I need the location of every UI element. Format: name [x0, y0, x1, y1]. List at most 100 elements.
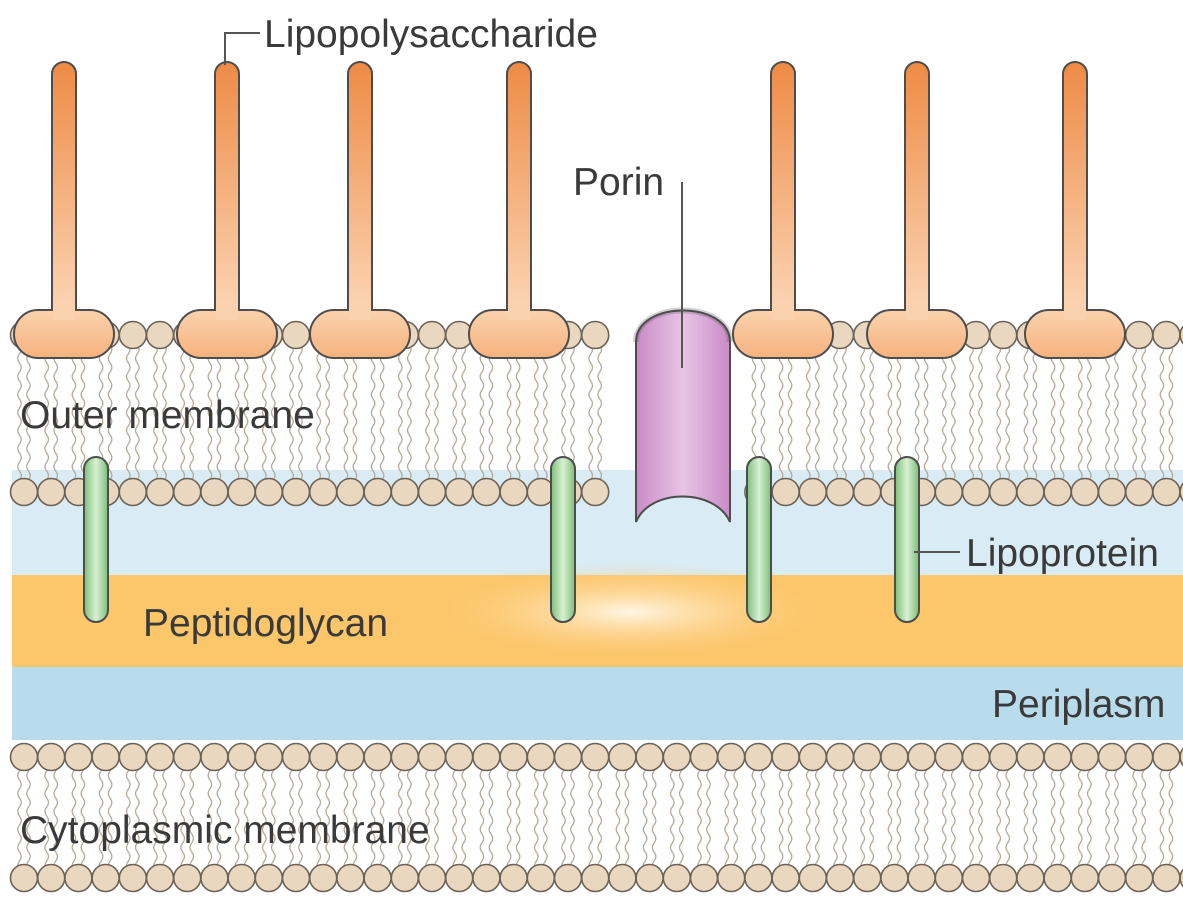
lipoprotein-molecule	[551, 457, 575, 622]
lipid-head	[119, 322, 146, 349]
lipid-tail	[843, 762, 847, 872]
lipopolysaccharide-molecule	[310, 62, 410, 358]
lipid-head	[963, 744, 990, 771]
lipid-head	[1099, 479, 1126, 506]
lipoprotein-molecule	[747, 457, 771, 622]
lipid-tail	[707, 762, 711, 872]
lipid-head	[827, 865, 854, 892]
lipid-tail	[1033, 762, 1037, 872]
lipid-head	[337, 744, 364, 771]
outer-membrane-label: Outer membrane	[20, 394, 315, 437]
lipid-tail	[834, 762, 838, 872]
lipid-tail	[652, 762, 656, 872]
lipid-head	[745, 865, 772, 892]
lipid-head	[228, 744, 255, 771]
lipid-tail	[1142, 762, 1146, 872]
lipid-head	[663, 865, 690, 892]
lipoprotein-molecule	[84, 457, 108, 622]
lipid-head	[65, 744, 92, 771]
lipid-head	[310, 479, 337, 506]
lipid-head	[283, 322, 310, 349]
lipid-head	[11, 865, 38, 892]
lipid-head	[582, 744, 609, 771]
lipid-tail	[915, 762, 919, 872]
lps-joint	[216, 300, 238, 320]
lipopolysaccharide-molecule	[733, 62, 833, 358]
lipid-head	[1126, 479, 1153, 506]
lipoprotein-label: Lipoprotein	[966, 532, 1159, 575]
lipoprotein-molecule	[895, 457, 919, 622]
lipid-head	[446, 744, 473, 771]
lipid-tail	[924, 762, 928, 872]
lipid-head	[38, 744, 65, 771]
lipid-head	[11, 744, 38, 771]
lipid-tail	[571, 762, 575, 872]
lipid-head	[228, 479, 255, 506]
lipid-head	[174, 865, 201, 892]
lipid-head	[147, 479, 174, 506]
lipopolysaccharide-molecule	[1025, 62, 1125, 358]
lipopolysaccharide-label: Lipopolysaccharide	[264, 13, 598, 56]
lipid-head	[38, 479, 65, 506]
lps-stem	[215, 62, 239, 327]
lipid-head	[228, 865, 255, 892]
lipid-head	[1126, 322, 1153, 349]
lipid-head	[527, 744, 554, 771]
lipid-head	[609, 744, 636, 771]
lipid-tail	[507, 762, 510, 872]
lipid-tail	[589, 762, 593, 872]
lipid-tail	[698, 762, 702, 872]
lipid-tail	[1115, 762, 1119, 872]
lipid-head	[11, 479, 38, 506]
lipid-head	[908, 744, 935, 771]
lipid-tail	[453, 762, 457, 872]
lipid-head	[881, 865, 908, 892]
lipid-head	[1071, 865, 1098, 892]
lps-joint	[53, 300, 75, 320]
lipid-tail	[1060, 762, 1064, 872]
lipid-tail	[643, 762, 647, 872]
lipid-head	[500, 479, 527, 506]
lipid-head	[364, 744, 391, 771]
lipopolysaccharide-molecule	[469, 62, 569, 358]
lipid-tail	[1160, 762, 1164, 872]
lipid-head	[38, 865, 65, 892]
lipid-head	[92, 865, 119, 892]
lipid-head	[201, 744, 228, 771]
lipid-tail	[616, 762, 620, 872]
lipid-head	[337, 865, 364, 892]
peptidoglycan-glow	[420, 562, 840, 662]
lipid-head	[1153, 479, 1180, 506]
lipid-tail	[1106, 762, 1110, 872]
lipid-head	[772, 744, 799, 771]
lps-stem	[507, 62, 531, 327]
lipid-tail	[462, 762, 466, 872]
lipid-head	[718, 744, 745, 771]
lipid-head	[283, 744, 310, 771]
lipid-head	[446, 865, 473, 892]
lipid-head	[990, 322, 1017, 349]
porin-label: Porin	[573, 161, 664, 204]
lipid-head	[92, 744, 119, 771]
lipid-head	[174, 479, 201, 506]
lipid-head	[555, 865, 582, 892]
lipid-tail	[1051, 762, 1055, 872]
lps-stem	[905, 62, 929, 327]
lipid-head	[255, 479, 282, 506]
lipid-head	[391, 865, 418, 892]
lipid-head	[935, 865, 962, 892]
lipid-head	[419, 744, 446, 771]
lps-joint	[349, 300, 371, 320]
lipid-head	[1126, 865, 1153, 892]
lps-stem	[771, 62, 795, 327]
lipid-head	[990, 744, 1017, 771]
lipid-head	[609, 865, 636, 892]
lipid-tail	[761, 762, 765, 872]
lipid-head	[1071, 479, 1098, 506]
lipid-tail	[807, 762, 811, 872]
lps-stem	[52, 62, 76, 327]
lipid-head	[119, 744, 146, 771]
lipid-head	[473, 865, 500, 892]
lipid-head	[147, 744, 174, 771]
